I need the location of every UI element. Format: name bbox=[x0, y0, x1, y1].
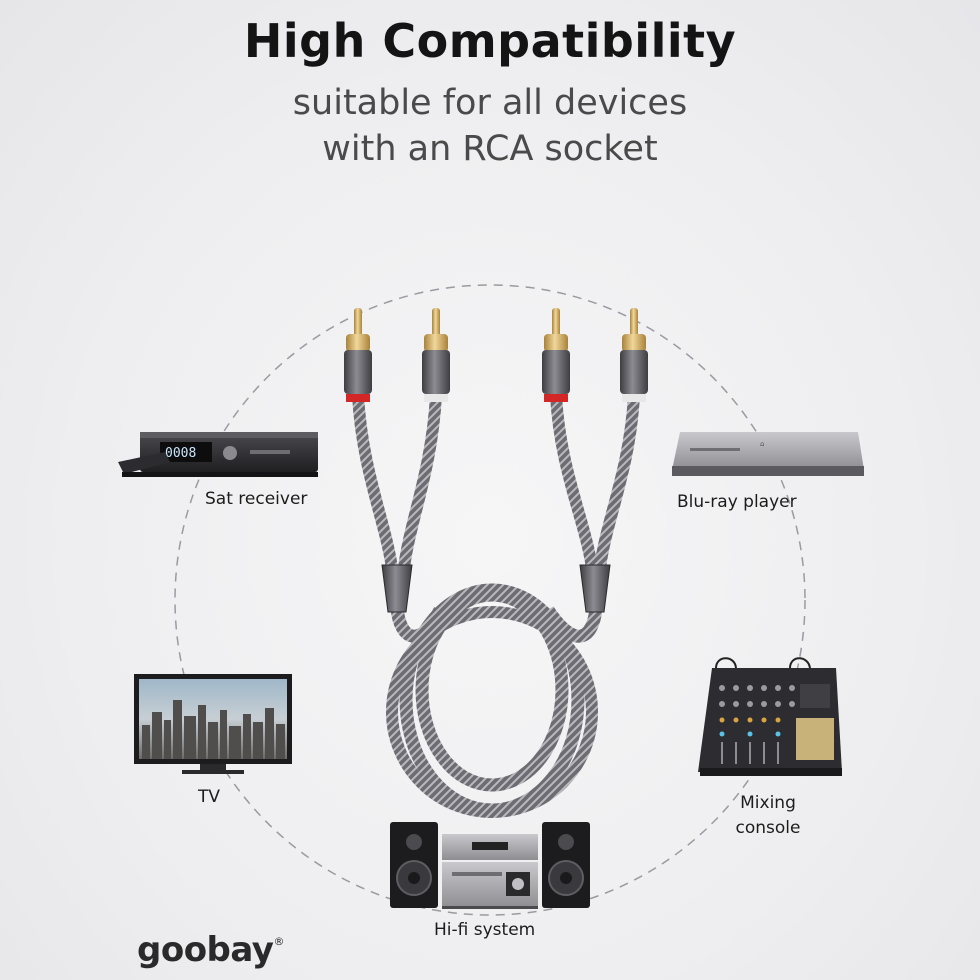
goobay-logo: goobay® bbox=[137, 930, 284, 970]
subtitle-line-2: with an RCA socket bbox=[322, 129, 658, 169]
svg-text:⌂: ⌂ bbox=[760, 440, 764, 448]
tv-label: TV bbox=[198, 787, 221, 807]
mixing-label-line-1: Mixing bbox=[740, 793, 796, 813]
rca-plug-4 bbox=[620, 308, 648, 402]
sat-display-text: 0008 bbox=[165, 446, 196, 461]
dashed-circle bbox=[174, 284, 806, 916]
page-title: High Compatibility bbox=[243, 14, 737, 68]
rca-plug-2 bbox=[422, 308, 450, 402]
mixing-console-icon bbox=[698, 657, 842, 776]
mixing-label-line-2: console bbox=[735, 818, 801, 838]
subtitle-line-1: suitable for all devices bbox=[292, 83, 688, 123]
brand-name: goobay bbox=[137, 930, 274, 970]
blu-ray-player-label: Blu-ray player bbox=[677, 492, 797, 512]
blu-ray-player-icon: ⌂ bbox=[672, 432, 864, 476]
sat-receiver-label: Sat receiver bbox=[205, 489, 308, 509]
rca-cable bbox=[344, 308, 648, 818]
hi-fi-system-label: Hi-fi system bbox=[434, 920, 536, 940]
registered-mark: ® bbox=[273, 934, 284, 948]
mixing-console-label: Mixing console bbox=[730, 791, 806, 841]
rca-plug-3 bbox=[542, 308, 570, 402]
tv-icon bbox=[134, 674, 292, 774]
rca-plug-1 bbox=[344, 308, 372, 402]
sat-receiver-icon: 0008 bbox=[118, 432, 318, 477]
hi-fi-system-icon bbox=[390, 822, 590, 909]
